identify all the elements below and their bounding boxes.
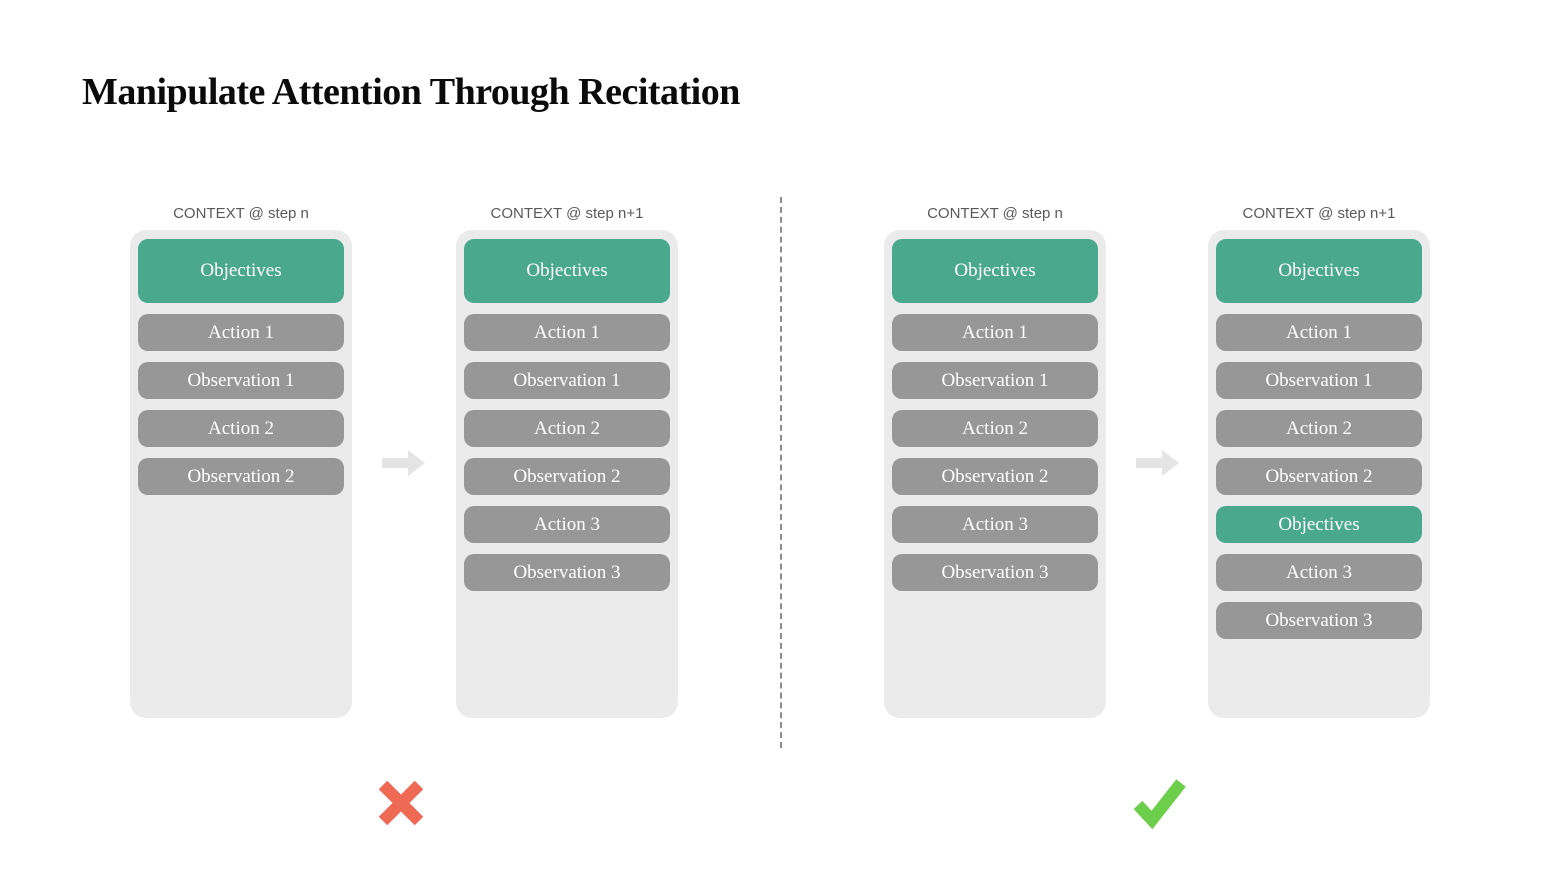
objectives-pill: Objectives bbox=[464, 239, 670, 303]
step-pill: Observation 2 bbox=[138, 458, 344, 495]
context-label: CONTEXT @ step n bbox=[927, 205, 1063, 222]
step-pill: Action 1 bbox=[464, 314, 670, 351]
step-pill: Observation 1 bbox=[892, 362, 1098, 399]
step-pill: Action 3 bbox=[1216, 554, 1422, 591]
step-pill: Observation 1 bbox=[138, 362, 344, 399]
step-pill: Observation 3 bbox=[892, 554, 1098, 591]
step-pill: Action 2 bbox=[464, 410, 670, 447]
objectives-pill: Objectives bbox=[138, 239, 344, 303]
context-label: CONTEXT @ step n+1 bbox=[490, 205, 644, 222]
check-mark-icon bbox=[1133, 779, 1186, 830]
cross-mark-icon bbox=[378, 780, 424, 826]
step-pill: Action 1 bbox=[138, 314, 344, 351]
context-label: CONTEXT @ step n bbox=[173, 205, 309, 222]
step-pill: Observation 2 bbox=[464, 458, 670, 495]
step-pill: Observation 1 bbox=[1216, 362, 1422, 399]
objectives-pill: Objectives bbox=[892, 239, 1098, 303]
step-pill: Observation 3 bbox=[464, 554, 670, 591]
right-arrow-icon bbox=[382, 450, 425, 476]
step-pill: Action 3 bbox=[892, 506, 1098, 543]
step-pill: Observation 2 bbox=[1216, 458, 1422, 495]
step-pill: Observation 3 bbox=[1216, 602, 1422, 639]
step-pill: Action 3 bbox=[464, 506, 670, 543]
step-pill: Observation 1 bbox=[464, 362, 670, 399]
right-arrow-icon bbox=[1136, 450, 1179, 476]
step-pill: Action 1 bbox=[1216, 314, 1422, 351]
step-pill: Observation 2 bbox=[892, 458, 1098, 495]
context-label: CONTEXT @ step n+1 bbox=[1242, 205, 1396, 222]
objectives-pill: Objectives bbox=[1216, 506, 1422, 543]
step-pill: Action 1 bbox=[892, 314, 1098, 351]
step-pill: Action 2 bbox=[892, 410, 1098, 447]
page-title: Manipulate Attention Through Recitation bbox=[82, 71, 740, 113]
objectives-pill: Objectives bbox=[1216, 239, 1422, 303]
step-pill: Action 2 bbox=[1216, 410, 1422, 447]
section-divider bbox=[780, 197, 782, 748]
step-pill: Action 2 bbox=[138, 410, 344, 447]
